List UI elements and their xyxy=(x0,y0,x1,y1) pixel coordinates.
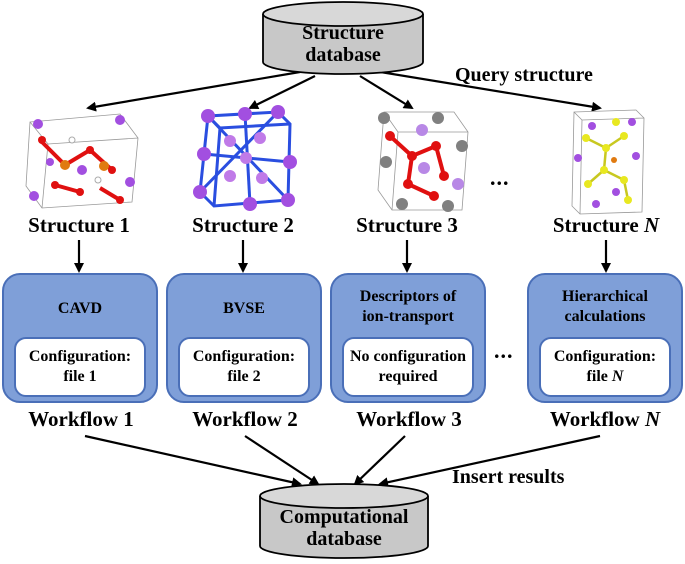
structure-3-prefix: Structure xyxy=(356,213,443,237)
structure-1-image xyxy=(25,113,139,209)
workflow-n-title: Hierarchical calculations xyxy=(533,287,677,327)
workflow-n-config-line2: file N xyxy=(587,367,624,387)
structure-2-label: Structure 2 xyxy=(168,213,318,238)
structure-2-prefix: Structure xyxy=(192,213,279,237)
workflow-2-label: Workflow 2 xyxy=(170,407,320,432)
workflow-1-config-num: 1 xyxy=(88,368,97,385)
workflow-2-config-num: 2 xyxy=(252,368,261,385)
computational-database-line1: Computational xyxy=(279,506,409,528)
structure-1-prefix: Structure xyxy=(28,213,115,237)
computational-database-icon xyxy=(259,483,429,559)
structure-1-number: 1 xyxy=(119,213,130,237)
computational-database-line2: database xyxy=(306,528,382,550)
workflow-n-config-file: file xyxy=(586,368,608,385)
workflow-n-label: Workflow N xyxy=(530,407,680,432)
workflow-2-title: BVSE xyxy=(223,300,265,317)
workflow-3-config-line2: required xyxy=(378,368,438,385)
workflow-2-config-file: file xyxy=(227,368,249,385)
computational-database-label: Computational database xyxy=(260,506,428,550)
workflow-3-box: Descriptors of ion-transport No configur… xyxy=(330,273,486,403)
structure-2-image xyxy=(193,105,297,211)
result-arrow-n xyxy=(378,434,601,488)
result-arrow-2 xyxy=(244,435,320,486)
workflow-3-title: Descriptors of ion-transport xyxy=(336,287,480,327)
workflow-n-number: N xyxy=(644,407,661,431)
structure-2-number: 2 xyxy=(283,213,294,237)
workflow-1-config-file: file xyxy=(63,368,85,385)
workflow-ellipsis: ... xyxy=(494,338,514,363)
workflow-1-prefix: Workflow xyxy=(28,407,119,431)
workflow-n-prefix: Workflow xyxy=(549,407,640,431)
workflow-3-number: 3 xyxy=(451,407,462,431)
structure-n-label: Structure N xyxy=(531,213,681,238)
workflow-n-config-line1: Configuration: xyxy=(553,348,657,365)
result-arrow-1 xyxy=(84,434,302,488)
workflow-1-config-line2: file 1 xyxy=(63,367,96,387)
structure-3-number: 3 xyxy=(447,213,458,237)
structure-database-label: Structure database xyxy=(263,22,423,66)
workflow-3-title-line1: Descriptors of xyxy=(359,288,457,305)
workflow-3-label: Workflow 3 xyxy=(334,407,484,432)
insert-results-label: Insert results xyxy=(452,466,565,488)
structure-n-prefix: Structure xyxy=(552,213,639,237)
workflow-2-config: Configuration: file 2 xyxy=(178,337,310,397)
workflow-n-title-line1: Hierarchical xyxy=(562,288,648,305)
workflow-2-number: 2 xyxy=(287,407,298,431)
workflow-n-title-line2: calculations xyxy=(564,308,646,325)
workflow-n-box: Hierarchical calculations Configuration:… xyxy=(527,273,683,403)
query-arrow-2 xyxy=(248,75,316,109)
workflow-1-config: Configuration: file 1 xyxy=(14,337,146,397)
structure-database-line1: Structure xyxy=(302,22,384,44)
workflow-3-config: No configuration required xyxy=(342,337,474,397)
workflow-1-box: CAVD Configuration: file 1 xyxy=(2,273,158,403)
query-structure-label: Query structure xyxy=(455,64,593,86)
structure-3-label: Structure 3 xyxy=(332,213,482,238)
workflow-2-box: BVSE Configuration: file 2 xyxy=(166,273,322,403)
workflow-n-config: Configuration: file N xyxy=(539,337,671,397)
workflow-3-title-line2: ion-transport xyxy=(362,308,454,325)
workflow-1-title: CAVD xyxy=(57,300,103,317)
workflow-n-config-num: N xyxy=(611,368,624,385)
workflow-3-prefix: Workflow xyxy=(356,407,447,431)
workflow-1-number: 1 xyxy=(123,407,134,431)
structure-database-line2: database xyxy=(305,44,381,66)
query-arrow-1 xyxy=(86,70,301,112)
structure-ellipsis: ... xyxy=(490,165,510,190)
structure-1-label: Structure 1 xyxy=(4,213,154,238)
query-arrow-3 xyxy=(359,75,414,110)
workflow-3-config-line1: No configuration xyxy=(350,348,466,365)
structure-n-image xyxy=(571,109,645,215)
structure-n-number: N xyxy=(644,213,660,237)
workflow-2-config-line2: file 2 xyxy=(227,367,260,387)
structure-3-image xyxy=(377,111,469,212)
workflow-1-config-line1: Configuration: xyxy=(28,348,132,365)
query-arrow-n xyxy=(379,70,602,112)
workflow-1-label: Workflow 1 xyxy=(6,407,156,432)
workflow-2-config-line1: Configuration: xyxy=(192,348,296,365)
workflow-2-prefix: Workflow xyxy=(192,407,283,431)
structure-database-icon xyxy=(262,1,424,75)
result-arrow-3 xyxy=(353,435,406,486)
